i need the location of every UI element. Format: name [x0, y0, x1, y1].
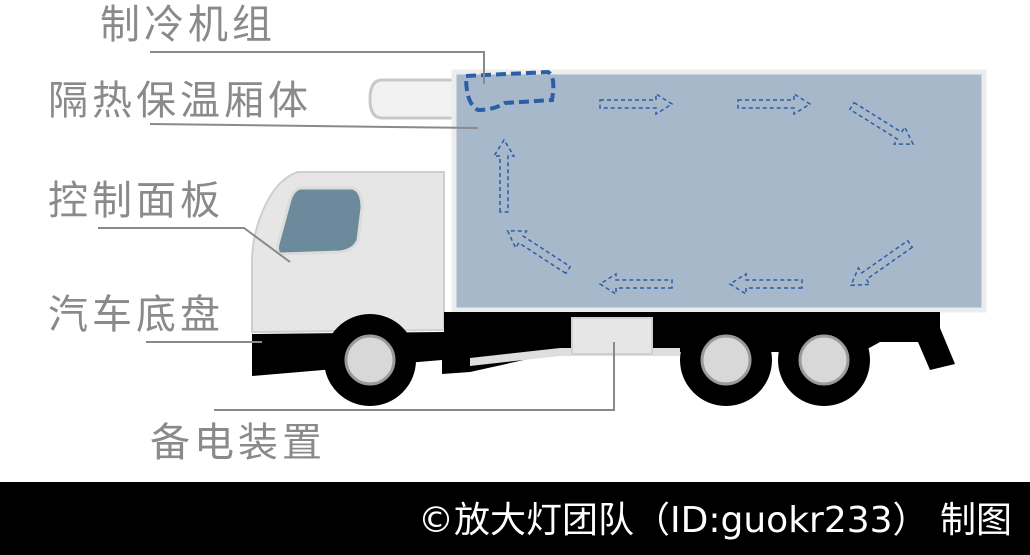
leader-line-insulated-body — [149, 123, 479, 129]
label-chassis: 汽车底盘 — [48, 292, 224, 338]
label-backup-power: 备电装置 — [150, 420, 326, 466]
rear-wheel — [680, 314, 772, 406]
leader-line-control-panel — [98, 227, 291, 263]
credit-bar — [0, 482, 1030, 555]
cab-window — [276, 186, 364, 256]
front-wheel — [324, 314, 416, 406]
label-insulated-body: 隔热保温厢体 — [48, 78, 312, 124]
leader-line-backup-power — [214, 342, 615, 411]
rear-wheel — [778, 314, 870, 406]
label-control-panel: 控制面板 — [48, 178, 224, 224]
refrigeration-unit-housing — [368, 78, 460, 120]
backup-power-unit — [571, 317, 653, 355]
insulated-cargo-box — [451, 69, 987, 313]
label-refrigeration-unit: 制冷机组 — [100, 2, 276, 48]
leader-line-refrigeration-unit — [150, 51, 485, 84]
evaporator-outline — [463, 69, 556, 113]
credit-text: ©放大灯团队（ID:guokr233） 制图 — [418, 500, 1012, 541]
